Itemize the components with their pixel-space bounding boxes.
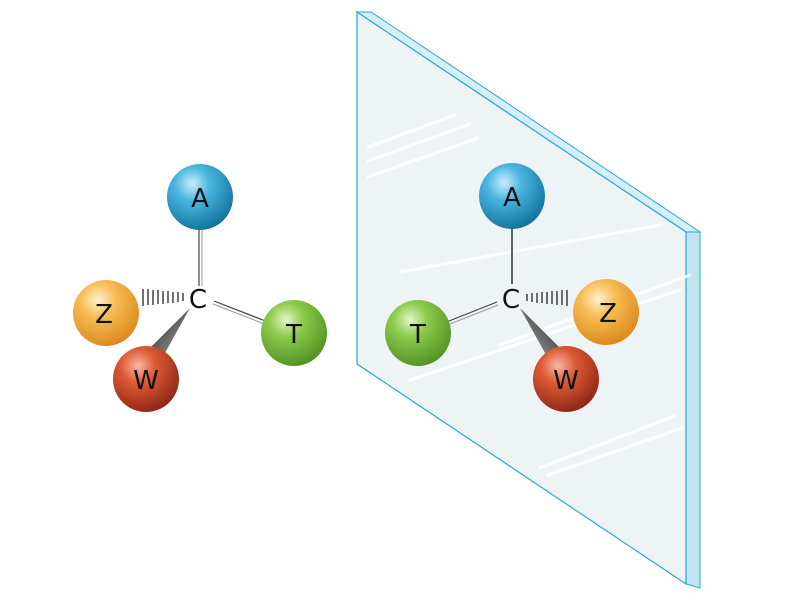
bond-c-a <box>198 226 203 286</box>
atom-t-label: T <box>285 320 302 350</box>
mirror-atom-w-label: W <box>553 366 579 396</box>
bond-c-t <box>212 300 269 326</box>
atom-w-label: W <box>133 366 159 396</box>
atom-w: W <box>113 346 179 412</box>
mirror-atom-w: W <box>533 346 599 412</box>
mirror-atom-z-label: Z <box>599 299 617 329</box>
atom-t: T <box>261 300 327 366</box>
mirror-image-molecule: A T Z W C <box>385 163 639 412</box>
mirror-face <box>356 10 687 586</box>
mirror-atom-t-label: T <box>409 320 426 350</box>
mirror-carbon-label: C <box>502 285 520 315</box>
mirror-atom-z: Z <box>573 279 639 345</box>
atom-a: A <box>167 164 233 230</box>
mirror-hashed-bond-c-z <box>526 290 568 306</box>
atom-a-label: A <box>191 184 209 214</box>
atom-z-label: Z <box>95 300 113 330</box>
atom-z: Z <box>73 280 139 346</box>
mirror-bond-c-t <box>443 301 499 327</box>
mirror-wedge-bond-c-w <box>520 308 564 362</box>
mirror-edge <box>685 231 701 589</box>
mirror-highlights <box>366 113 692 477</box>
mirror-atom-a-label: A <box>503 183 521 213</box>
left-molecule: A Z W T C <box>73 164 327 412</box>
mirror <box>355 10 702 589</box>
mirror-atom-t: T <box>385 300 451 366</box>
hashed-bond-c-z <box>142 289 184 306</box>
mirror-atom-a: A <box>479 163 545 229</box>
carbon-label: C <box>189 285 207 315</box>
